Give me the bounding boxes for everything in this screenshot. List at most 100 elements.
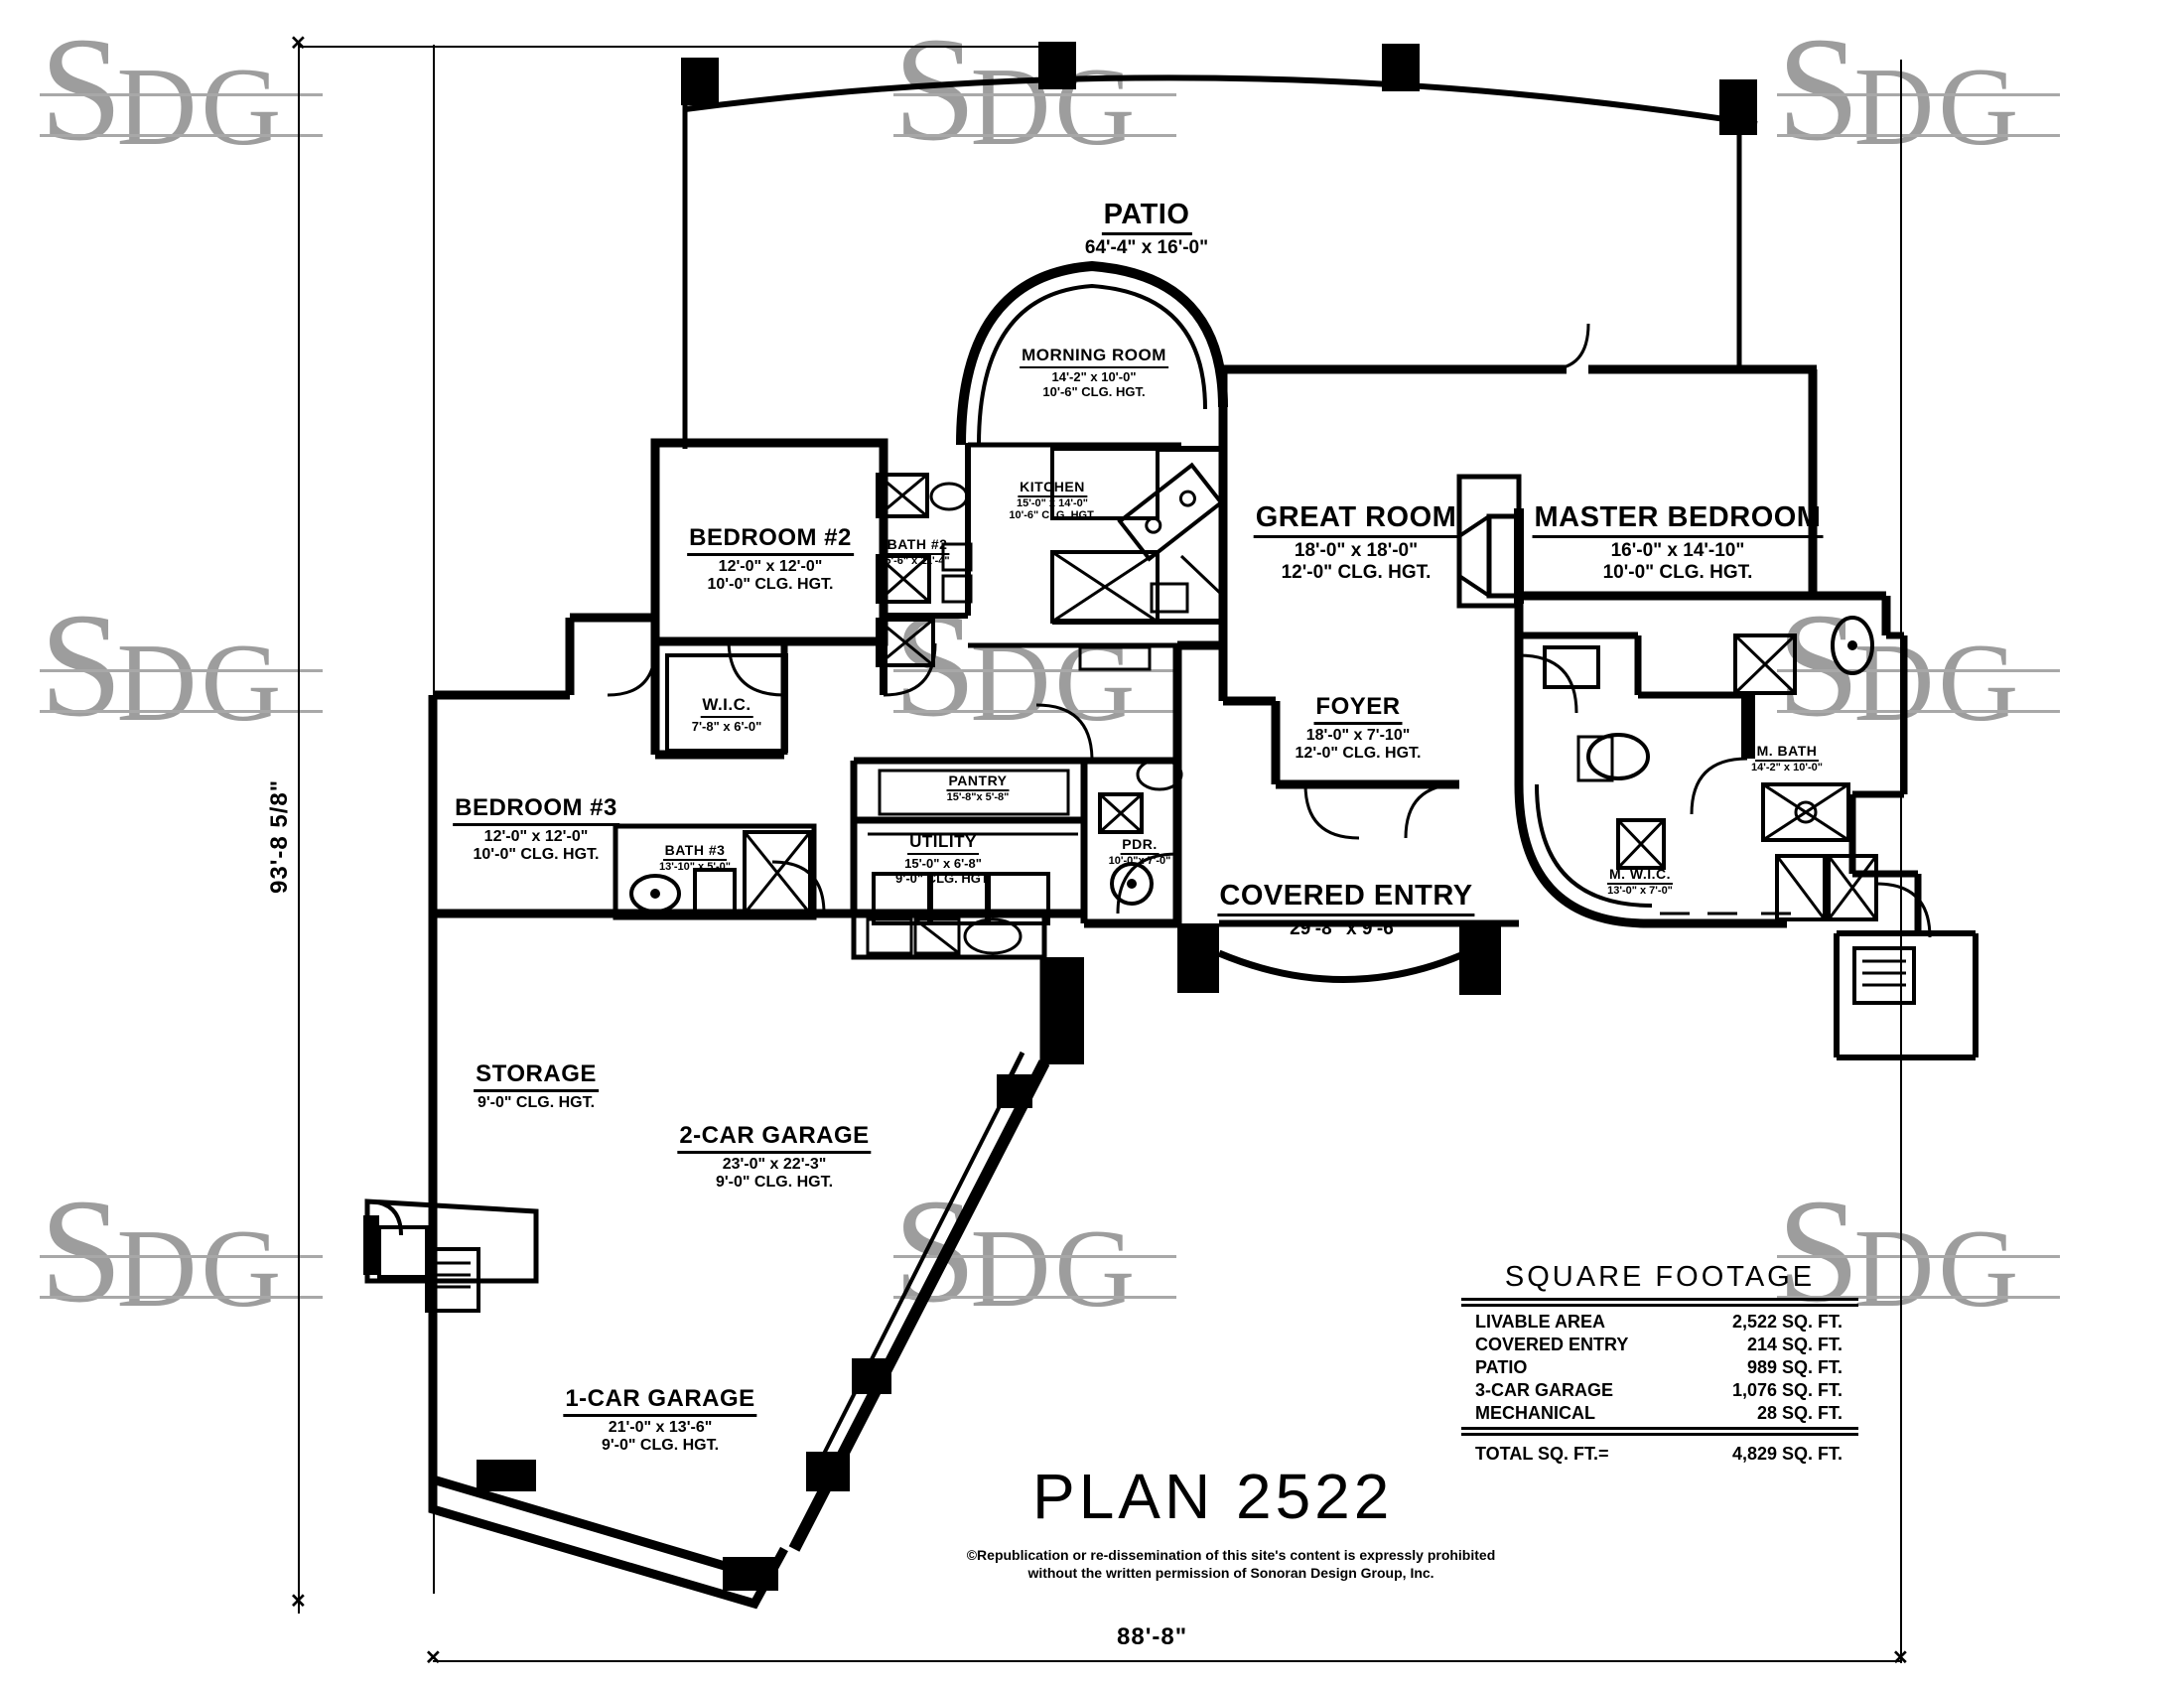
watermark-dg-letters: DG	[1853, 46, 2023, 169]
watermark-s-letter: S	[1777, 583, 1860, 748]
sqft-row-label: MECHANICAL	[1475, 1403, 1595, 1423]
shower	[743, 830, 812, 915]
room-ceiling-height: 10'-0" CLG. HGT.	[707, 576, 834, 593]
dimension-tick-mark: ✕	[290, 1591, 307, 1613]
room-dimensions: 18'-0" x 18'-0"	[1294, 540, 1419, 561]
room-label-pdr: PDR. 10'-0"x 7'-0"	[1109, 836, 1171, 867]
sqft-row-value: 28 SQ. FT.	[1756, 1403, 1843, 1423]
table-rule-top	[1461, 1298, 1858, 1307]
room-label-morning-room: MORNING ROOM 14'-2" x 10'-0" 10'-6" CLG.…	[1020, 346, 1168, 399]
closet-unit	[1775, 854, 1827, 921]
sqft-row-label: PATIO	[1475, 1357, 1528, 1377]
toilet	[693, 868, 737, 915]
sink	[1078, 645, 1152, 671]
door-swing	[771, 860, 826, 914]
copyright-notice: ©Republication or re-dissemination of th…	[923, 1547, 1539, 1582]
door-swing	[607, 646, 657, 697]
watermark-s-letter: S	[1777, 7, 1860, 172]
room-ceiling-height: 12'-0" CLG. HGT.	[1295, 745, 1422, 762]
watermark-s-letter: S	[40, 1169, 123, 1334]
room-dimensions: 14'-2" x 10'-0"	[1751, 762, 1823, 774]
watermark-sdg: S DG	[893, 1177, 1176, 1326]
patio-post	[681, 58, 719, 105]
dimension-line-horizontal	[433, 1660, 1902, 1662]
room-dimensions: 14'-2" x 10'-0"	[1051, 369, 1137, 384]
sqft-row-label: COVERED ENTRY	[1475, 1335, 1629, 1354]
room-label-wic: W.I.C. 7'-8" x 6'-0"	[692, 695, 762, 734]
room-label-patio: PATIO 64'-4" x 16'-0"	[1085, 199, 1208, 259]
watermark-s-letter: S	[40, 7, 123, 172]
m-bath-sink	[1586, 733, 1650, 780]
sqft-row-value: 1,076 SQ. FT.	[1731, 1380, 1843, 1400]
room-dimensions: 15'-0" x 14'-0"	[1017, 497, 1088, 509]
watermark-sdg: S DG	[40, 1169, 323, 1334]
dimension-line-vertical	[298, 45, 300, 1614]
copyright-text-1: Republication or re-dissemination of thi…	[977, 1547, 1496, 1563]
bath-2-sink	[929, 482, 969, 511]
room-label-bath-3: BATH #3 13'-10" x 5'-0"	[659, 842, 731, 873]
room-name: GREAT ROOM	[1253, 501, 1459, 538]
mechanical-equipment	[1852, 946, 1916, 1005]
pdr-toilet	[1110, 862, 1154, 906]
watermark-s-letter: S	[893, 7, 977, 172]
room-label-m-bath: M. BATH 14'-2" x 10'-0"	[1751, 743, 1823, 774]
room-dimensions: 29'-8" x 9'-6"	[1290, 918, 1403, 939]
door-swing	[1875, 882, 1932, 938]
door-swing	[883, 642, 937, 697]
room-name: FOYER	[1313, 693, 1403, 725]
storage-niche	[851, 911, 1047, 960]
watermark-dg-letters: DG	[116, 622, 286, 745]
room-dimensions: 15'-8"x 5'-8"	[946, 791, 1010, 803]
room-label-foyer: FOYER 18'-0" x 7'-10" 12'-0" CLG. HGT.	[1296, 693, 1422, 763]
room-dimensions: 7'-8" x 6'-0"	[691, 719, 762, 734]
room-label-bath-2: BATH #2 5'-6" x 11'-4"	[885, 536, 949, 567]
garage-door-jamb	[806, 1452, 850, 1491]
square-footage-total-row: TOTAL SQ. FT.= 4,829 SQ. FT.	[1461, 1436, 1858, 1465]
room-label-bedroom-2: BEDROOM #2 12'-0" x 12'-0" 10'-0" CLG. H…	[687, 524, 854, 594]
pdr-closet	[1098, 792, 1144, 834]
room-name: UTILITY	[907, 832, 979, 855]
room-label-bedroom-3: BEDROOM #3 12'-0" x 12'-0" 10'-0" CLG. H…	[453, 794, 619, 864]
room-dimensions: 23'-0" x 22'-3"	[722, 1156, 827, 1173]
room-label-covered-entry: COVERED ENTRY 29'-8" x 9'-6"	[1217, 880, 1475, 940]
cooktop	[1117, 462, 1224, 562]
copyright-line-1: ©Republication or re-dissemination of th…	[923, 1547, 1539, 1565]
dimension-line-vertical-outer	[433, 45, 435, 1594]
service-entry	[364, 1198, 539, 1284]
patio-post	[1382, 44, 1420, 91]
dimension-tick-mark: ✕	[425, 1647, 442, 1669]
watermark-s-letter: S	[893, 583, 977, 748]
room-name: 2-CAR GARAGE	[677, 1122, 872, 1154]
garage-door-jamb	[723, 1557, 778, 1591]
door-swing	[1518, 653, 1578, 714]
copyright-symbol: ©	[966, 1547, 978, 1563]
overall-horizontal-dimension: 88'-8"	[1117, 1623, 1188, 1650]
watermark-dg-letters: DG	[1853, 1207, 2023, 1331]
watermark-dg-letters: DG	[970, 622, 1140, 745]
room-dimensions: 13'-0" x 7'-0"	[1607, 885, 1673, 897]
room-dimensions: 13'-10" x 5'-0"	[659, 861, 731, 873]
room-dimensions: 12'-0" x 12'-0"	[483, 828, 589, 845]
dishwasher	[1150, 582, 1189, 614]
room-name: W.I.C.	[700, 695, 753, 718]
room-name: COVERED ENTRY	[1217, 880, 1475, 916]
room-ceiling-height: 12'-0" CLG. HGT.	[1281, 562, 1432, 583]
equipment	[377, 1225, 429, 1279]
dimension-extension-top	[298, 46, 1052, 48]
room-name: PATIO	[1101, 199, 1192, 235]
dimension-tick-mark: ✕	[290, 33, 307, 55]
room-dimensions: 5'-6" x 11'-4"	[885, 555, 950, 567]
sqft-row-value: 2,522 SQ. FT.	[1731, 1312, 1843, 1332]
watermark-sdg: S DG	[40, 591, 323, 745]
m-wic-curved-wall	[1514, 783, 1649, 928]
hearth	[1457, 514, 1491, 598]
room-label-pantry: PANTRY 15'-8"x 5'-8"	[946, 773, 1010, 803]
fixture	[941, 574, 973, 604]
copyright-line-2: without the written permission of Sonora…	[1027, 1564, 1434, 1581]
room-label-master-bedroom: MASTER BEDROOM 16'-0" x 14'-10" 10'-0" C…	[1532, 501, 1824, 584]
kitchen-peninsula	[1052, 446, 1226, 625]
